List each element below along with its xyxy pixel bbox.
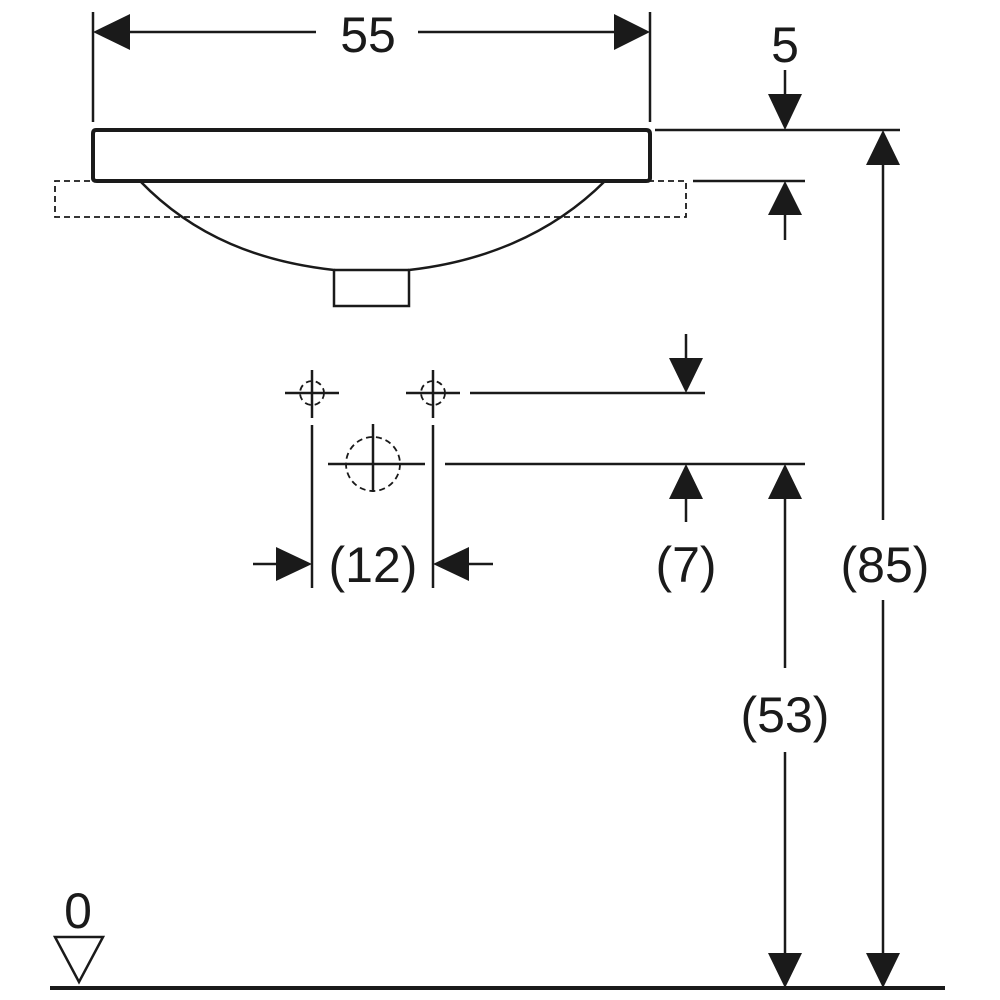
basin-bowl	[139, 180, 606, 308]
floor-level-label: 0	[64, 883, 92, 939]
total-height-label: (85)	[841, 537, 930, 593]
drain-height-dimension: (53)	[741, 464, 830, 988]
rim-arrow-down	[768, 94, 802, 130]
rim-height-dimension: 5	[655, 17, 900, 240]
floor-level-marker-icon	[52, 935, 106, 985]
tap-holes	[285, 370, 805, 588]
tap-offset-arrow-down	[669, 358, 703, 393]
hole-spacing-dimension: (12)	[253, 537, 493, 593]
width-arrow-right	[614, 14, 650, 50]
total-height-arrow-up	[866, 130, 900, 165]
basin	[54, 128, 687, 308]
tap-offset-dimension: (7)	[655, 334, 717, 593]
hole-spacing-arrow-right	[433, 547, 469, 581]
width-label: 55	[340, 7, 396, 63]
drain-height-label: (53)	[741, 687, 830, 743]
basin-rim	[91, 128, 652, 183]
drain-height-arrow-down	[768, 953, 802, 988]
floor-level: 0	[50, 883, 945, 990]
total-height-arrow-down	[866, 953, 900, 988]
tap-offset-label: (7)	[655, 537, 716, 593]
width-arrow-left	[93, 14, 130, 50]
hole-spacing-arrow-left	[276, 547, 312, 581]
rim-arrow-up	[768, 181, 802, 215]
drain-height-arrow-up	[768, 464, 802, 499]
tap-offset-arrow-up	[669, 464, 703, 499]
width-dimension: 55	[91, 7, 652, 122]
hole-spacing-label: (12)	[329, 537, 418, 593]
countertop-outline	[54, 180, 687, 218]
total-height-dimension: (85)	[841, 130, 930, 988]
rim-height-label: 5	[771, 17, 799, 73]
